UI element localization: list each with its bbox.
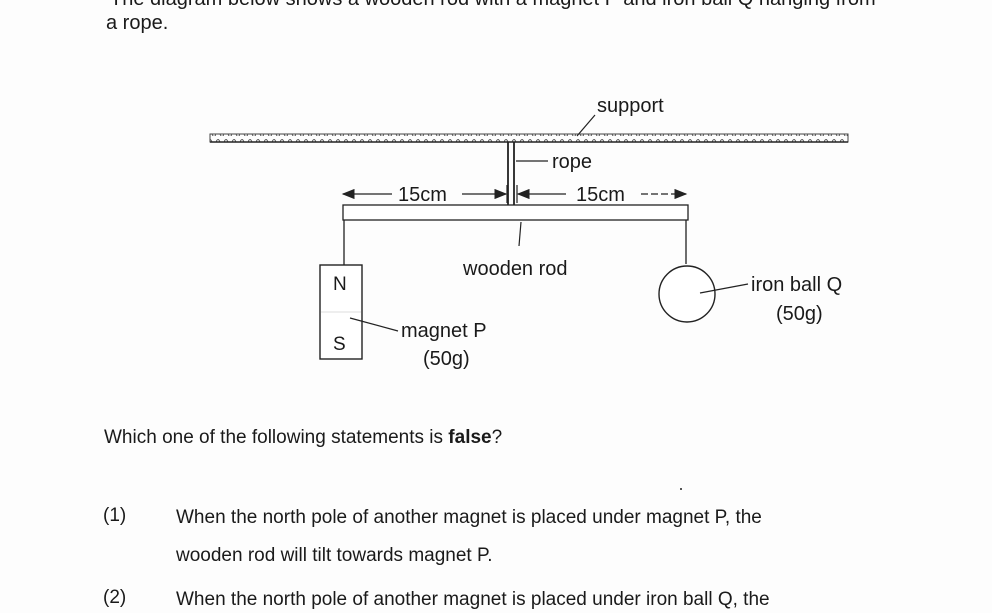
ball-name-label: iron ball Q [751, 274, 842, 296]
magnet-mass-label: (50g) [423, 348, 470, 370]
south-pole-label: S [333, 334, 346, 355]
left-distance-label: 15cm [398, 184, 447, 206]
support-label: support [597, 95, 664, 117]
option-2-line-1: When the north pole of another magnet is… [176, 589, 770, 610]
rope [507, 142, 515, 205]
question-suffix: ? [491, 427, 503, 448]
wooden-rod [342, 204, 689, 221]
ball-mass-label: (50g) [776, 303, 823, 325]
option-2-number: (2) [103, 587, 127, 608]
question-emphasis: false [448, 427, 492, 448]
magnet-leader-line [349, 317, 399, 332]
rope-label: rope [552, 151, 592, 173]
wooden-rod-label: wooden rod [462, 258, 568, 280]
question-text: Which one of the following statements is… [104, 427, 502, 449]
north-pole-label: N [333, 274, 347, 295]
option-1-number: (1) [103, 505, 127, 526]
option-1-line-1: When the north pole of another magnet is… [176, 507, 762, 528]
iron-ball-q [658, 265, 716, 323]
left-distance-arrow [341, 185, 508, 203]
right-distance-arrow [516, 185, 688, 203]
magnet-name-label: magnet P [401, 320, 487, 342]
rod-magnet-diagram: support rope 15cm 15cm wooden rod [209, 95, 849, 370]
ball-leader-line [699, 283, 749, 294]
wooden-rod-leader-line [518, 221, 522, 247]
option-1-line-2: wooden rod will tilt towards magnet P. [176, 545, 493, 566]
support-beam [209, 133, 849, 143]
stray-dot [680, 488, 682, 490]
right-distance-label: 15cm [576, 184, 625, 206]
question-prefix: Which one of the following statements is [104, 427, 449, 448]
intro-text-line-1: The diagram below shows a wooden rod wit… [110, 0, 876, 11]
intro-text-line-2: a rope. [106, 12, 169, 34]
support-leader-line [576, 114, 596, 137]
